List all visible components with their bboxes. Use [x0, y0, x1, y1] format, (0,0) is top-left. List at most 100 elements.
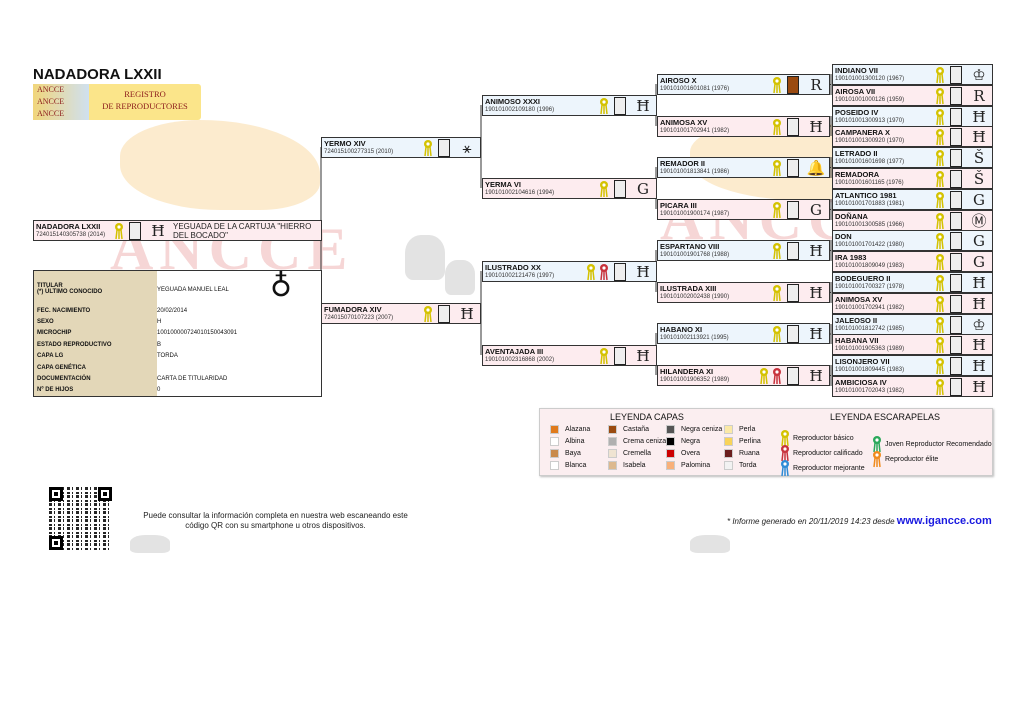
- horse-id: 190101001601081 (1976): [660, 86, 730, 92]
- horse-name: YERMA VI: [485, 180, 521, 189]
- horse-id: 190101001812742 (1985): [835, 326, 905, 332]
- legend-capas-title: LEYENDA CAPAS: [610, 412, 684, 422]
- basico-ribbon-icon: [936, 357, 944, 374]
- mejorante-ribbon-icon: [781, 460, 789, 477]
- capa-swatch: [550, 449, 559, 458]
- horse-name: ESPARTANO VIII: [660, 242, 720, 251]
- generated-note: * Informe generado en 20/11/2019 14:23 d…: [727, 515, 992, 527]
- legend-escarapela: Reproductor élite: [872, 450, 938, 468]
- legend-capa: Overa: [666, 449, 700, 458]
- brand-icon: Ħ: [636, 96, 650, 115]
- horse-name: LETRADO II: [835, 149, 878, 158]
- horse-id: 724015070107223 (2007): [324, 315, 394, 321]
- brand-icon: Ħ: [809, 366, 823, 385]
- basico-ribbon-icon: [600, 180, 608, 197]
- capa-swatch: [787, 324, 799, 343]
- capa-swatch: [550, 425, 559, 434]
- horse-id: 190101001702941 (1982): [660, 128, 730, 134]
- info-value: H: [157, 319, 162, 325]
- legend-capa: Isabela: [608, 461, 646, 470]
- horse-name: HILANDERA XI: [660, 367, 714, 376]
- basico-ribbon-icon: [936, 66, 944, 83]
- legend-capa: Cremella: [608, 449, 651, 458]
- capa-swatch: [438, 138, 450, 157]
- capa-swatch: [787, 283, 799, 302]
- horse-name: AIROSA VII: [835, 87, 876, 96]
- horse-id: 190101001702941 (1982): [835, 305, 905, 311]
- brand-icon: Ħ: [460, 304, 474, 323]
- info-value: CARTA DE TITULARIDAD: [157, 376, 228, 382]
- horse-id: 190101001809445 (1983): [835, 367, 905, 373]
- capa-swatch: [950, 231, 962, 250]
- capa-swatch: [950, 107, 962, 126]
- capa-swatch: [950, 65, 962, 84]
- horse-id: 190101001809049 (1983): [835, 263, 905, 269]
- brand-icon: R: [973, 86, 985, 105]
- capa-swatch: [787, 200, 799, 219]
- capa-swatch: [950, 294, 962, 313]
- horse-name: REMADORA: [835, 170, 880, 179]
- horse-name: PICARA III: [660, 201, 697, 210]
- horse-name: ILUSTRADO XX: [485, 263, 541, 272]
- capa-swatch: [129, 221, 141, 240]
- brand-icon: Ħ: [972, 273, 986, 292]
- horse-name: INDIANO VII: [835, 66, 878, 75]
- legend-escarapela: Reproductor mejorante: [780, 459, 865, 477]
- basico-ribbon-icon: [600, 347, 608, 364]
- info-label: MICROCHIP: [37, 330, 72, 336]
- horse-id: 190101001300920 (1970): [835, 138, 905, 144]
- capa-swatch: [950, 273, 962, 292]
- website-link[interactable]: www.igancce.com: [896, 515, 992, 527]
- legend-capa: Ruana: [724, 449, 760, 458]
- capa-swatch: [666, 437, 675, 446]
- brand-icon: G: [810, 200, 822, 219]
- basico-ribbon-icon: [936, 253, 944, 270]
- horse-id: 190101001300913 (1970): [835, 118, 905, 124]
- brand-icon: Ħ: [972, 335, 986, 354]
- legend-capa: Palomina: [666, 461, 710, 470]
- basico-ribbon-icon: [600, 97, 608, 114]
- basico-ribbon-icon: [936, 128, 944, 145]
- horse-silhouette: [445, 260, 475, 295]
- capa-swatch: [550, 437, 559, 446]
- horse-id: 190101001901768 (1988): [660, 252, 730, 258]
- horse-id: 190101001601165 (1976): [835, 180, 904, 186]
- basico-ribbon-icon: [936, 316, 944, 333]
- horse-id: 190101001300585 (1966): [835, 222, 905, 228]
- basico-ribbon-icon: [936, 232, 944, 249]
- horse-silhouette: [130, 535, 170, 553]
- brand-icon: G: [637, 179, 649, 198]
- legend-capa: Torda: [724, 461, 757, 470]
